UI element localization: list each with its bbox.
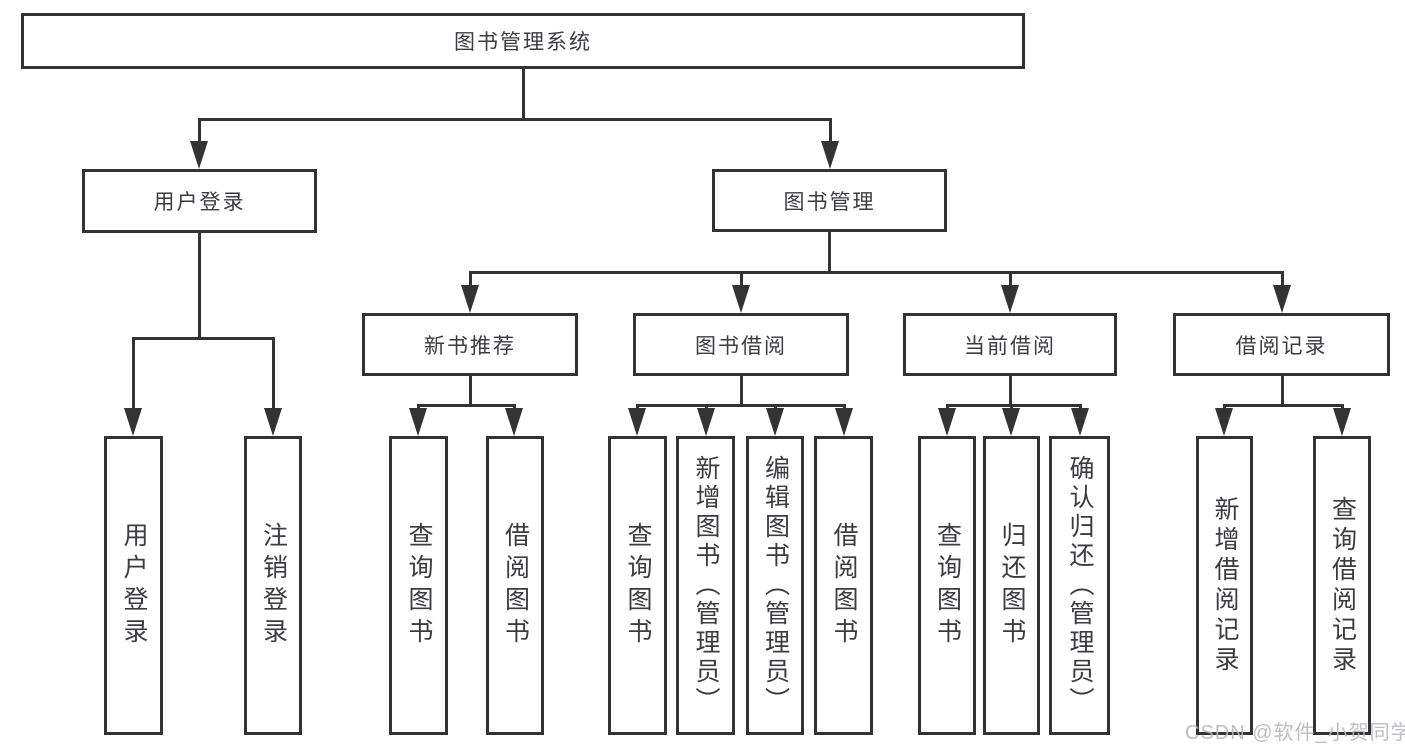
- csdn-watermark: CSDN @软件_小贺同学: [1185, 722, 1405, 744]
- leaf-query-books-recommend-label: 查询图书: [405, 521, 433, 650]
- node-new-book-recommend-label: 新书推荐: [424, 334, 516, 358]
- node-book-borrow-label: 图书借阅: [695, 334, 787, 358]
- leaf-query-borrow-record-label: 查询借阅记录: [1328, 495, 1357, 676]
- node-borrow-records: 借阅记录: [1173, 313, 1390, 376]
- node-root-label: 图书管理系统: [454, 31, 592, 54]
- node-current-borrow-label: 当前借阅: [964, 334, 1056, 358]
- leaf-query-borrow-record: 查询借阅记录: [1313, 436, 1371, 735]
- arrow-down-icon: [1071, 404, 1089, 436]
- connector-line: [132, 337, 275, 340]
- arrow-down-icon: [1215, 404, 1233, 436]
- connector-line: [469, 271, 1283, 274]
- arrow-down-icon: [1333, 404, 1351, 436]
- connector-line: [1223, 404, 1344, 407]
- leaf-return-books-label: 归还图书: [998, 521, 1026, 650]
- leaf-user-login: 用户登录: [104, 436, 163, 735]
- arrow-down-icon: [821, 118, 839, 169]
- connector-line: [1009, 376, 1012, 406]
- leaf-borrow-books-recommend: 借阅图书: [486, 436, 544, 735]
- node-book-borrow: 图书借阅: [633, 313, 849, 376]
- leaf-query-books-recommend: 查询图书: [389, 436, 448, 735]
- leaf-borrow-books-recommend-label: 借阅图书: [501, 521, 530, 650]
- connector-line: [469, 376, 472, 406]
- node-new-book-recommend: 新书推荐: [362, 313, 578, 376]
- node-root: 图书管理系统: [21, 13, 1025, 69]
- arrow-down-icon: [505, 404, 523, 436]
- node-book-management-label: 图书管理: [783, 190, 876, 214]
- connector-line: [522, 69, 525, 120]
- leaf-query-books-current: 查询图书: [918, 436, 976, 735]
- connector-line: [740, 376, 743, 406]
- leaf-query-books-borrow: 查询图书: [608, 436, 667, 735]
- leaf-add-books-admin-label: 新增图书（管理员）: [692, 455, 720, 716]
- connector-line: [636, 404, 846, 407]
- arrow-down-icon: [124, 337, 142, 436]
- connector-line: [946, 404, 1082, 407]
- leaf-user-login-label: 用户登录: [120, 521, 148, 650]
- connector-line: [198, 233, 201, 339]
- arrow-down-icon: [1001, 271, 1019, 313]
- leaf-add-borrow-record: 新增借阅记录: [1196, 436, 1253, 735]
- connector-line: [828, 232, 831, 273]
- node-borrow-records-label: 借阅记录: [1235, 334, 1328, 358]
- leaf-confirm-return-admin-label: 确认归还（管理员）: [1066, 455, 1094, 716]
- arrow-down-icon: [835, 404, 853, 436]
- arrow-down-icon: [461, 271, 479, 313]
- leaf-add-borrow-record-label: 新增借阅记录: [1211, 495, 1239, 676]
- connector-line: [1281, 376, 1284, 406]
- arrow-down-icon: [409, 404, 427, 436]
- node-current-borrow: 当前借阅: [903, 313, 1117, 376]
- arrow-down-icon: [264, 337, 282, 436]
- arrow-down-icon: [1273, 271, 1291, 313]
- node-user-login: 用户登录: [82, 169, 317, 233]
- connector-line: [417, 404, 516, 407]
- node-user-login-label: 用户登录: [153, 191, 246, 214]
- arrow-down-icon: [628, 404, 646, 436]
- leaf-return-books: 归还图书: [983, 436, 1040, 735]
- leaf-borrow-books-label: 借阅图书: [830, 521, 858, 650]
- arrow-down-icon: [938, 404, 956, 436]
- leaf-add-books-admin: 新增图书（管理员）: [676, 436, 735, 735]
- leaf-query-books-borrow-label: 查询图书: [624, 521, 652, 650]
- node-book-management: 图书管理: [712, 169, 947, 232]
- arrow-down-icon: [732, 271, 750, 313]
- leaf-borrow-books: 借阅图书: [814, 436, 873, 735]
- arrow-down-icon: [766, 404, 784, 436]
- leaf-query-books-current-label: 查询图书: [933, 521, 962, 650]
- arrow-down-icon: [697, 404, 715, 436]
- arrow-down-icon: [190, 118, 208, 169]
- arrow-down-icon: [1002, 404, 1020, 436]
- connector-line: [198, 118, 832, 121]
- leaf-logout: 注销登录: [244, 436, 302, 735]
- leaf-edit-books-admin-label: 编辑图书（管理员）: [761, 455, 790, 716]
- leaf-edit-books-admin: 编辑图书（管理员）: [746, 436, 804, 735]
- leaf-logout-label: 注销登录: [259, 521, 288, 650]
- leaf-confirm-return-admin: 确认归还（管理员）: [1049, 436, 1110, 735]
